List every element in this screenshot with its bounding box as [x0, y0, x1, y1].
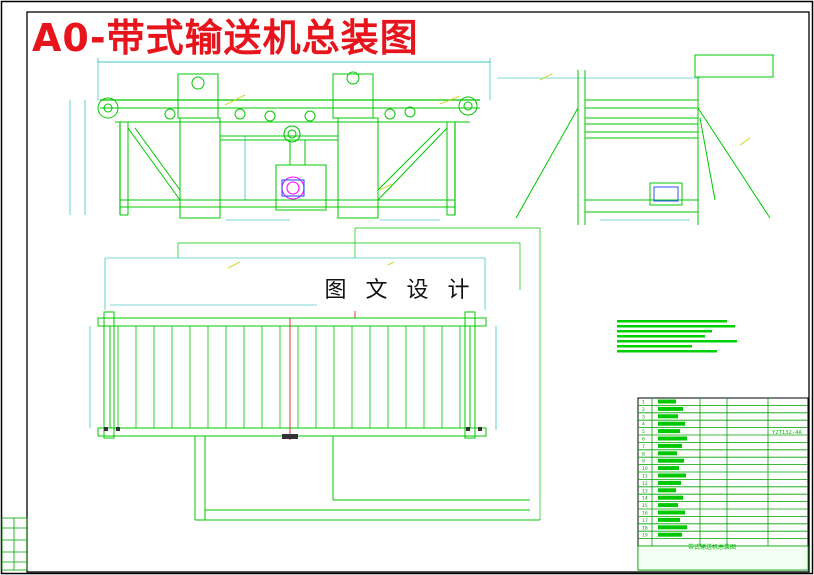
bom-item-number: 15	[642, 503, 648, 509]
bom-cell-fill	[658, 495, 683, 500]
note-line	[617, 345, 692, 348]
technical-notes	[617, 320, 737, 353]
bom-cell-fill	[658, 414, 678, 419]
bom-item-number: 18	[642, 525, 648, 531]
bom-item-number: 4	[642, 422, 645, 428]
top-view	[89, 227, 541, 521]
bom-motor-model: Y2T132-4A	[772, 430, 802, 436]
left-margin-block	[1, 517, 28, 571]
bom-item-number: 7	[642, 444, 645, 450]
bom-item-number: 10	[642, 466, 648, 472]
bom-item-number: 11	[642, 474, 648, 480]
bom-cell-fill	[658, 421, 685, 426]
bom-cell-fill	[658, 532, 682, 537]
bom-drawing-name: 带式输送机总装图	[688, 543, 736, 551]
watermark-box: 图 文 设 计	[317, 265, 483, 311]
top-view-rollers	[117, 326, 461, 428]
top-view-drive-marks	[104, 427, 482, 439]
bom-cell-fill	[658, 436, 687, 441]
note-line	[617, 325, 735, 328]
watermark-text: 图 文 设 计	[324, 278, 476, 303]
bom-cell-fill	[658, 443, 682, 448]
note-line	[617, 335, 705, 338]
bom-cell-fill	[658, 503, 678, 508]
bom-cell-fill	[658, 406, 683, 411]
bom-cell-fill	[658, 525, 687, 530]
bom-item-number: 13	[642, 488, 648, 494]
top-view-centerlines	[289, 300, 356, 440]
note-line	[617, 330, 712, 333]
bom-item-number: 6	[642, 437, 645, 443]
bom-cell-fill	[658, 510, 685, 515]
bom-cell-fill	[658, 429, 680, 434]
bom-item-number: 1	[642, 400, 645, 406]
bom-item-number: 12	[642, 481, 648, 487]
bom-item-number: 19	[642, 533, 648, 539]
title-block-footer	[637, 545, 809, 571]
bom-item-number: 3	[642, 414, 645, 420]
bom-cell-fill	[658, 488, 676, 493]
bom-cell-fill	[658, 451, 677, 456]
bom-item-number: 9	[642, 459, 645, 465]
bom-item-number: 16	[642, 511, 648, 517]
bom-cell-fill	[658, 517, 680, 522]
bom-item-number: 14	[642, 496, 648, 502]
note-line	[617, 350, 717, 353]
bom-cell-fill	[658, 473, 686, 478]
bom-cell-fill	[658, 466, 679, 471]
bom-cell-fill	[658, 480, 681, 485]
note-line	[617, 320, 727, 323]
sheet-inner-frame	[26, 11, 810, 573]
bom-item-number: 5	[642, 429, 645, 435]
drawing-title: A0-带式输送机总装图	[32, 16, 419, 60]
drive-unit	[281, 125, 305, 200]
bom-cell-fill	[658, 458, 684, 463]
bom-item-number: 2	[642, 407, 645, 413]
bom-cell-fill	[658, 399, 676, 404]
side-view	[497, 54, 775, 225]
bom-item-number: 8	[642, 451, 645, 457]
note-line	[617, 340, 737, 343]
bom-item-number: 17	[642, 518, 648, 524]
front-view	[69, 58, 491, 221]
